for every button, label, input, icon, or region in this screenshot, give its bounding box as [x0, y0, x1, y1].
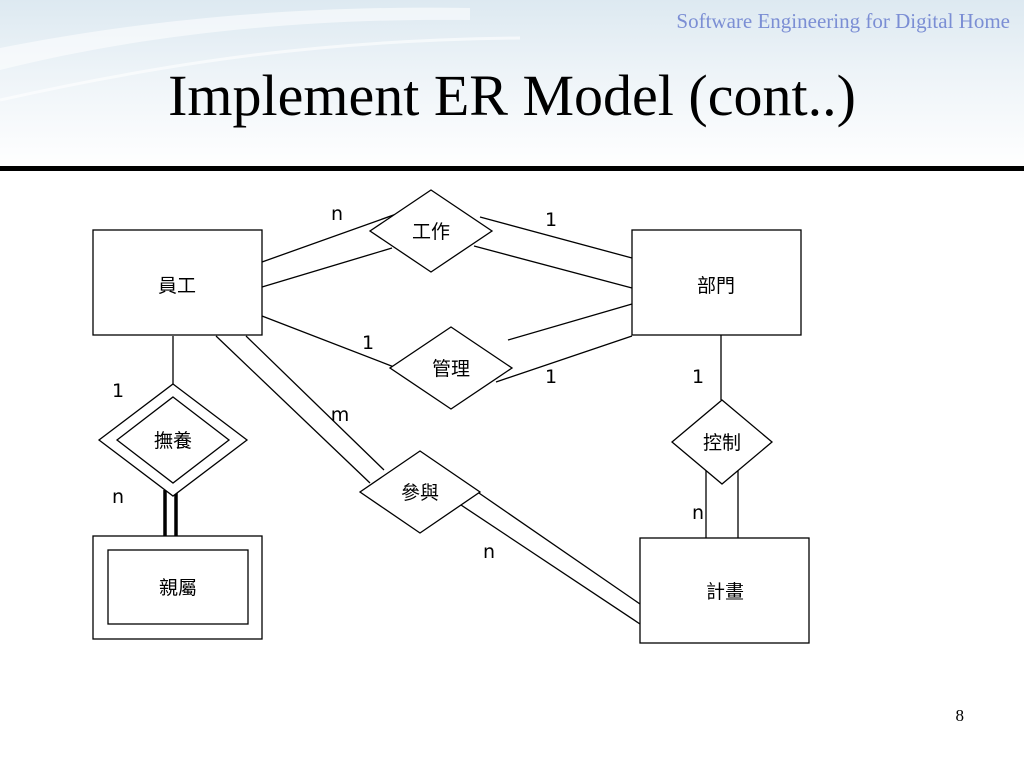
header-brand: Software Engineering for Digital Home [676, 9, 1010, 33]
relationship-supports-label: 撫養 [154, 430, 192, 452]
card-supports-employee: 1 [112, 380, 124, 402]
entity-dependent-label: 親屬 [159, 577, 197, 599]
entity-employee [92, 229, 263, 336]
slide-header-background: Software Engineering for Digital Home Im… [0, 0, 1024, 168]
card-manages-employee: 1 [362, 332, 374, 354]
card-works-department: 1 [545, 209, 557, 231]
entity-department [631, 229, 802, 336]
card-participates-project: n [483, 541, 495, 563]
page-number: 8 [955, 706, 965, 725]
card-controls-department: 1 [692, 366, 704, 388]
relationship-participates-label: 參與 [401, 482, 439, 504]
card-supports-dependent: n [112, 486, 124, 508]
card-manages-department: 1 [545, 366, 557, 388]
edge-employee-participates-1 [215, 335, 371, 484]
entity-project [639, 537, 810, 644]
edge-employee-manages [261, 315, 395, 368]
edge-employee-works-1 [261, 211, 403, 263]
edge-manages-department-1 [507, 303, 633, 341]
entity-employee-label: 員工 [158, 275, 196, 297]
edge-works-department-2 [473, 245, 633, 289]
edge-manages-department-2 [495, 335, 633, 383]
entity-project-label: 計畫 [706, 581, 744, 603]
relationship-participates [358, 450, 482, 534]
edge-works-department-1 [479, 216, 633, 259]
edge-participates-project-1 [457, 502, 641, 625]
edge-employee-works-2 [261, 247, 393, 288]
edge-participates-project-2 [475, 490, 641, 605]
relationship-controls [670, 399, 774, 485]
card-controls-project: n [692, 502, 704, 524]
card-participates-employee: m [331, 404, 350, 426]
slide-title: Implement ER Model (cont..) [168, 63, 856, 128]
title-rule [0, 166, 1024, 171]
entity-dependent-inner [107, 549, 249, 625]
edge-employee-participates-2 [245, 335, 385, 471]
relationship-works-label: 工作 [412, 221, 450, 243]
relationship-controls-label: 控制 [703, 432, 741, 454]
card-works-employee: n [331, 203, 343, 225]
relationship-works [368, 189, 494, 273]
entity-department-label: 部門 [697, 275, 735, 297]
relationship-manages-label: 管理 [432, 358, 470, 380]
header-swoosh-decoration [0, 7, 521, 102]
relationship-supports-inner [115, 396, 231, 484]
relationship-manages [388, 326, 514, 410]
